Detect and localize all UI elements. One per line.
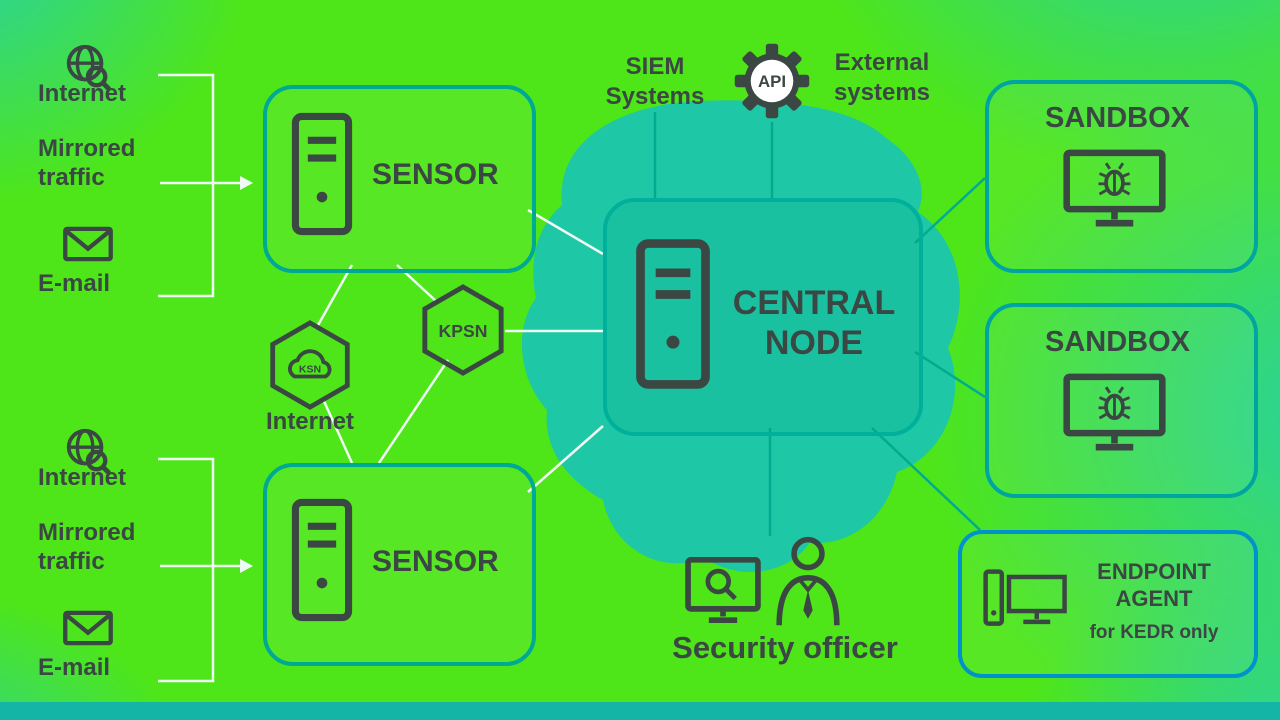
internet-globe-search-icon [66, 428, 111, 475]
central-node-label: CENTRAL NODE [732, 284, 896, 362]
email-label-bottom: E-mail [38, 654, 111, 681]
line-sensor-top-central [527, 208, 604, 256]
line-central-sandbox-bottom [914, 350, 986, 399]
endpoint-agent-computer-icon [983, 569, 1067, 626]
server-icon [291, 112, 353, 236]
email-label-top: E-mail [38, 270, 111, 297]
siem-systems-label: SIEM Systems [605, 53, 705, 110]
line-central-sandbox-top [914, 177, 986, 244]
sensor-bottom-box [263, 463, 536, 666]
sensor-top-label: SENSOR [372, 158, 499, 191]
person-icon [776, 536, 840, 626]
mirrored-traffic-label-bottom: Mirrored traffic [38, 519, 136, 575]
internet-label-bottom: Internet [38, 464, 127, 491]
sandbox-bottom-label: SANDBOX [1044, 326, 1190, 358]
bottom-bar [0, 702, 1280, 720]
sandbox-monitor-bug-icon [1063, 373, 1166, 451]
server-icon [291, 498, 353, 622]
central-node-box [603, 198, 923, 436]
arrowhead-top [240, 176, 253, 190]
endpoint-agent-title: ENDPOINT AGENT [1097, 559, 1211, 611]
ksn-internet-label: Internet [265, 408, 354, 435]
email-envelope-icon-bottom [63, 610, 113, 646]
sensor-bottom-label: SENSOR [372, 545, 499, 578]
sandbox-monitor-bug-icon [1063, 149, 1166, 227]
ksn-cloud-hexagon-icon: KSN [270, 320, 350, 410]
kpsn-badge: KPSN [439, 321, 488, 341]
endpoint-agent-subtitle: for KEDR only [1089, 622, 1219, 643]
internet-globe-search-icon [66, 44, 111, 91]
api-badge: API [758, 72, 786, 91]
external-systems-label: External systems [833, 49, 931, 106]
left-bracket-top [158, 73, 215, 298]
sandbox-top-label: SANDBOX [1044, 102, 1190, 134]
left-bracket-bottom [158, 457, 215, 683]
api-gear-icon: API [734, 43, 810, 119]
internet-label-top: Internet [38, 80, 127, 107]
email-envelope-icon-top [63, 226, 113, 262]
officer-monitor-search-icon [685, 556, 761, 624]
line-central-endpoint [871, 427, 981, 531]
mirrored-traffic-label-top: Mirrored traffic [38, 135, 136, 191]
arrowhead-bottom [240, 559, 253, 573]
line-sensor-bottom-central [527, 425, 604, 493]
security-officer-label: Security officer [672, 630, 898, 665]
ksn-badge: KSN [299, 364, 321, 376]
kpsn-hexagon-icon: KPSN [422, 284, 504, 376]
server-icon [636, 239, 710, 389]
